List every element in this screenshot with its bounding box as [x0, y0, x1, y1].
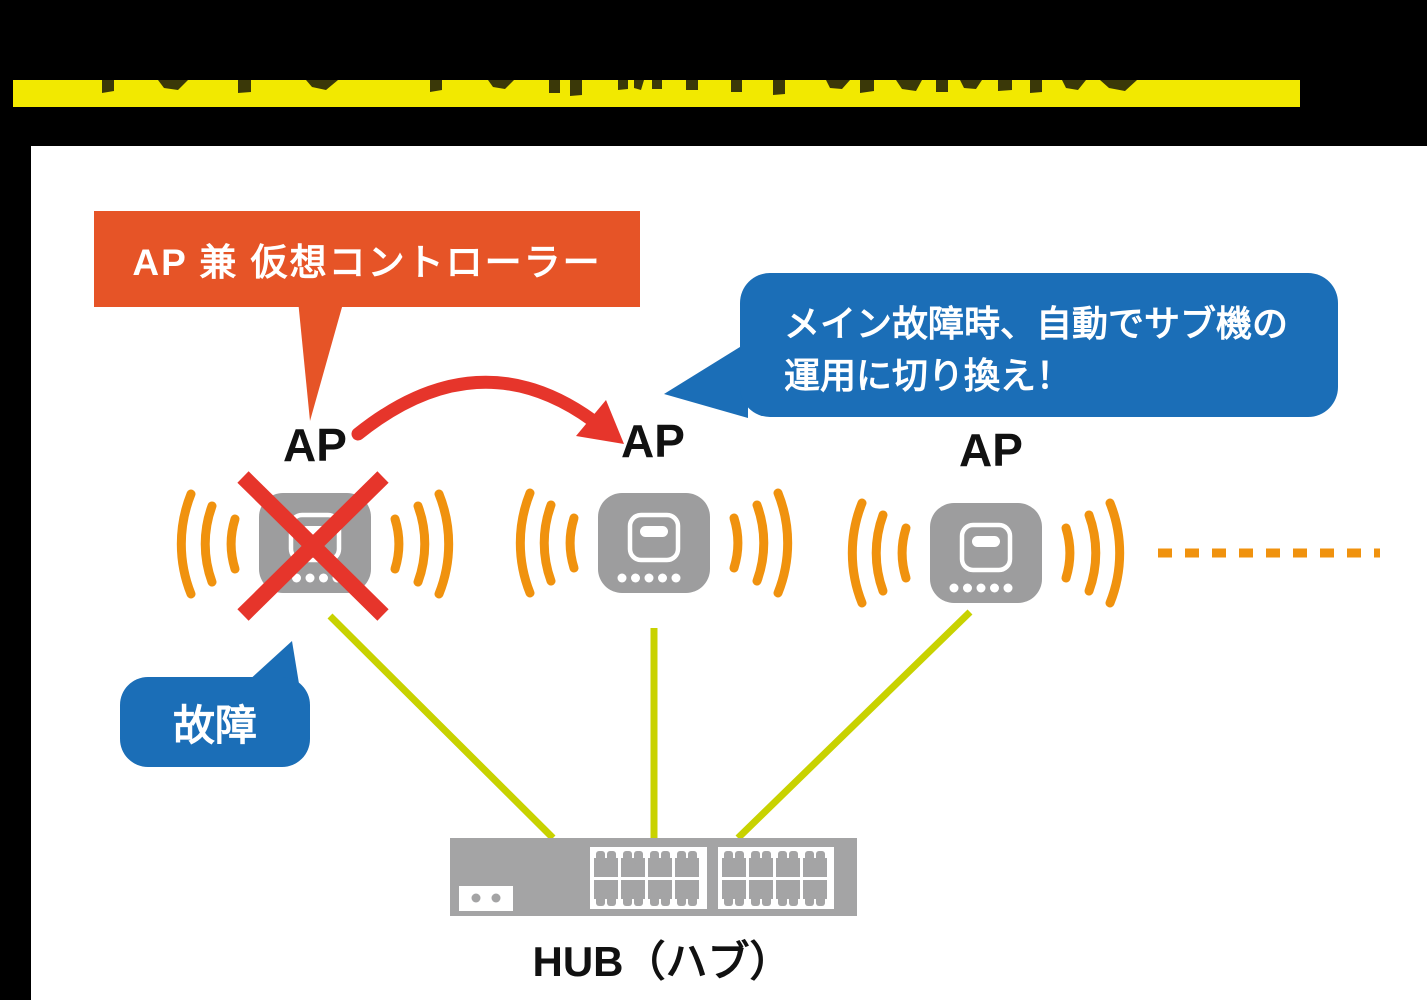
failover-bubble: メイン故障時、自動でサブ機の 運用に切り換え！ [740, 273, 1338, 417]
clipped-title-fragments [102, 80, 1137, 96]
failover-bubble-tail [664, 342, 748, 418]
wifi-waves [176, 488, 1125, 608]
lan-cables [327, 609, 973, 841]
ap-device-3 [930, 503, 1042, 603]
cable-ap3-hub [735, 609, 973, 841]
ap-label-3: AP [959, 424, 1023, 476]
controller-callout-tail [298, 300, 344, 421]
ap-label-2: AP [621, 415, 685, 467]
failover-arrow-icon [351, 375, 624, 444]
failure-bubble: 故障 [120, 677, 310, 767]
hub-device [450, 838, 857, 916]
failure-x-icon [237, 471, 389, 621]
ap-label-1: AP [283, 419, 347, 471]
failure-bubble-label: 故障 [172, 701, 257, 749]
failover-bubble-line1: メイン故障時、自動でサブ機の [784, 303, 1289, 344]
hub-label: HUB（ハブ） [532, 938, 792, 985]
ap-device-2 [598, 493, 710, 593]
controller-callout: AP 兼 仮想コントローラー [94, 211, 640, 307]
failover-bubble-line2: 運用に切り換え！ [784, 355, 1073, 396]
cable-ap1-hub [327, 613, 556, 841]
controller-callout-label: AP 兼 仮想コントローラー [132, 242, 602, 283]
